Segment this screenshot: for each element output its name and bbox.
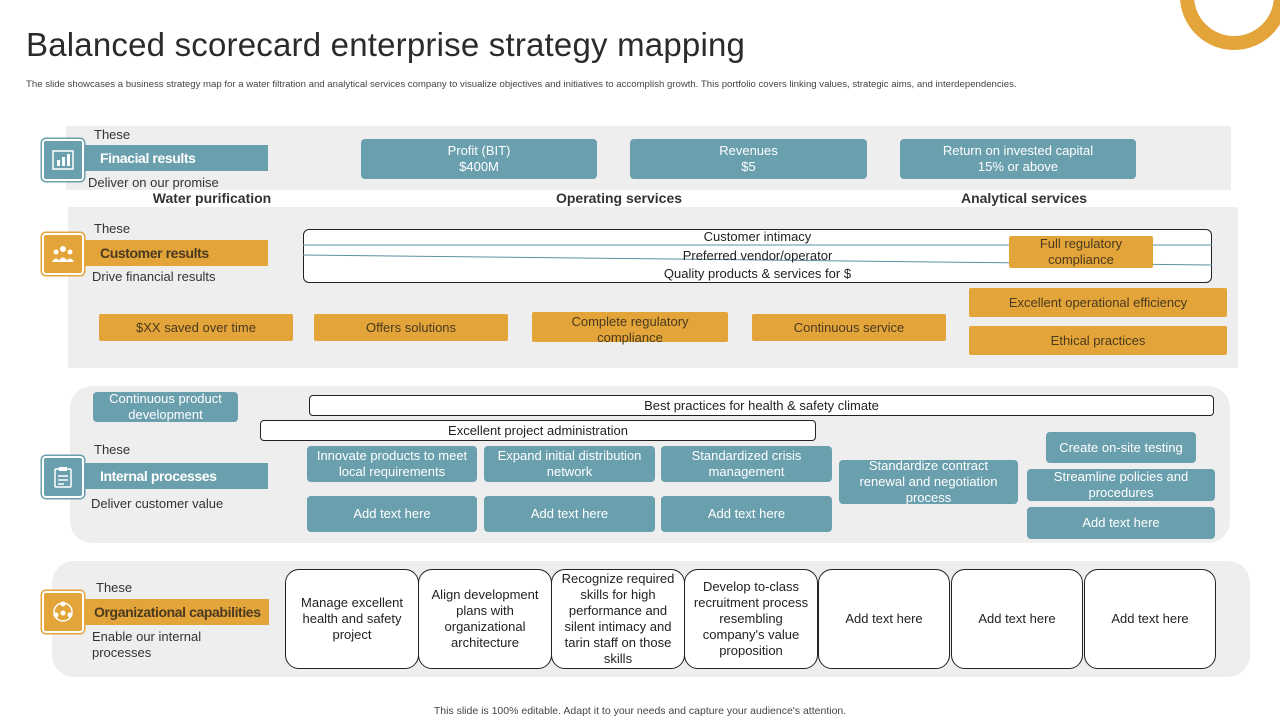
financial-box-line2: 15% or above <box>977 159 1059 174</box>
page-title: Balanced scorecard enterprise strategy m… <box>26 26 746 63</box>
customer-right-efficiency: Excellent operational efficiency <box>969 288 1227 317</box>
internal-sub: Deliver customer value <box>91 496 224 511</box>
internal-row1-crisis: Standardized crisis management <box>661 446 832 482</box>
internal-row1-innovate: Innovate products to meet local requirem… <box>307 446 477 482</box>
internal-row2-add-3: Add text here <box>661 496 832 532</box>
customer-stack-quality: Quality products & services for $ <box>663 266 852 281</box>
footer-note: This slide is 100% editable. Adapt it to… <box>433 705 847 717</box>
internal-project-admin: Excellent project administration <box>260 420 816 441</box>
financial-box-line2: $400M <box>459 159 499 174</box>
org-card-3: Recognize required skills for high perfo… <box>551 569 685 669</box>
financial-box-line2: $5 <box>741 159 756 174</box>
customer-regulatory: Full regulatory compliance <box>1009 236 1153 268</box>
financial-box-line1: Profit (BIT) <box>447 143 511 158</box>
customer-right-ethical: Ethical practices <box>969 326 1227 355</box>
org-card-4: Develop to-class recruitment process res… <box>684 569 818 669</box>
customer-row-compliance: Complete regulatory compliance <box>532 312 728 345</box>
financial-box-revenues: Revenues $5 <box>630 139 867 179</box>
column-header-operating: Operating services <box>555 190 683 206</box>
clipboard-icon <box>42 456 84 498</box>
financial-box-line1: Return on invested capital <box>942 143 1094 158</box>
financial-these: These <box>94 127 131 142</box>
internal-these: These <box>94 442 131 457</box>
org-card-7: Add text here <box>1084 569 1216 669</box>
internal-right-add: Add text here <box>1027 507 1215 539</box>
internal-row2-add-2: Add text here <box>484 496 655 532</box>
org-card-6: Add text here <box>951 569 1083 669</box>
internal-streamline: Streamline policies and procedures <box>1027 469 1215 501</box>
network-icon <box>42 591 84 633</box>
customer-sub: Drive financial results <box>92 269 216 284</box>
page-subtitle: The slide showcases a business strategy … <box>26 79 1017 90</box>
customer-label: Customer results <box>84 240 268 266</box>
internal-standardize: Standardize contract renewal and negotia… <box>839 458 1018 505</box>
decorative-ring <box>1180 0 1280 50</box>
financial-label: Finacial results <box>84 145 268 171</box>
org-label: Organizational capabilities <box>84 599 269 625</box>
column-header-water: Water purification <box>152 190 272 206</box>
customer-row-solutions: Offers solutions <box>314 314 508 341</box>
org-card-5: Add text here <box>818 569 950 669</box>
internal-onsite: Create on-site testing <box>1046 432 1196 463</box>
org-these: These <box>96 580 133 595</box>
financial-box-roic: Return on invested capital 15% or above <box>900 139 1136 179</box>
chart-icon <box>42 139 84 181</box>
internal-top-left: Continuous product development <box>93 391 238 422</box>
internal-row1-expand: Expand initial distribution network <box>484 446 655 482</box>
customer-row-saved: $XX saved over time <box>99 314 293 341</box>
internal-row2-add-1: Add text here <box>307 496 477 532</box>
customer-stack-intimacy: Customer intimacy <box>703 229 812 244</box>
org-card-1: Manage excellent health and safety proje… <box>285 569 419 669</box>
financial-sub: Deliver on our promise <box>88 175 219 190</box>
org-sub: Enable our internal processes <box>92 629 202 660</box>
column-header-analytical: Analytical services <box>960 190 1088 206</box>
internal-label: Internal processes <box>84 463 268 489</box>
customer-row-continuous: Continuous service <box>752 314 946 341</box>
customer-these: These <box>94 221 131 236</box>
org-card-2: Align development plans with organizatio… <box>418 569 552 669</box>
people-icon <box>42 233 84 275</box>
financial-box-profit: Profit (BIT) $400M <box>361 139 597 179</box>
internal-best-practices: Best practices for health & safety clima… <box>309 395 1214 416</box>
financial-box-line1: Revenues <box>719 143 778 158</box>
customer-stack-vendor: Preferred vendor/operator <box>682 248 833 263</box>
